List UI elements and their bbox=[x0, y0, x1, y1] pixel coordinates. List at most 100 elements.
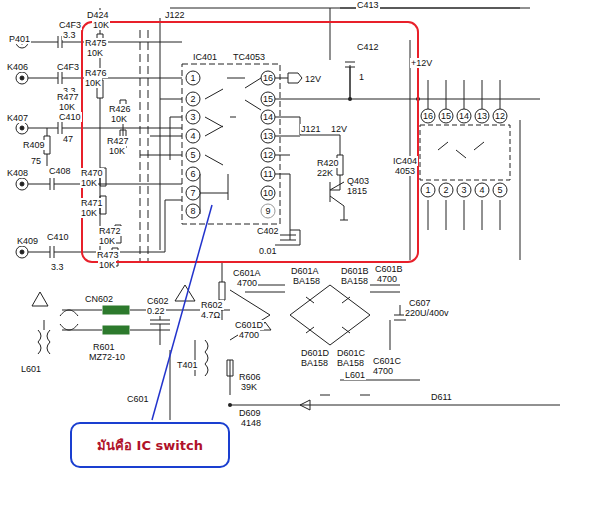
part-label: C4F3 bbox=[56, 62, 80, 72]
part-label: 10K bbox=[80, 178, 98, 188]
part-label: C4F3 bbox=[58, 20, 82, 30]
callout-text: มันคือ IC switch bbox=[97, 435, 203, 456]
pin-number: 11 bbox=[263, 169, 272, 179]
part-label: 220U/400v bbox=[404, 308, 450, 318]
part-label: D601B bbox=[340, 266, 370, 276]
part-label: IC404 bbox=[392, 156, 418, 166]
part-label: 10K bbox=[98, 260, 116, 270]
part-label: C601 bbox=[126, 394, 150, 404]
part-label: 10K bbox=[108, 146, 126, 156]
part-label: J121 bbox=[300, 124, 322, 134]
part-label: R473 bbox=[96, 250, 120, 260]
pin-number: 15 bbox=[263, 94, 273, 104]
pin-number: 5 bbox=[497, 185, 502, 195]
part-label: 4053 bbox=[394, 166, 416, 176]
pin-number: 2 bbox=[443, 185, 448, 195]
part-label: R409 bbox=[22, 140, 46, 150]
part-label: C413 bbox=[356, 0, 380, 10]
part-label: 4700 bbox=[376, 274, 398, 284]
pin-number: 1 bbox=[425, 185, 430, 195]
part-label: D601D bbox=[300, 348, 330, 358]
part-label: R471 bbox=[80, 198, 104, 208]
part-label: 3.3 bbox=[50, 262, 65, 272]
pin-number: 7 bbox=[190, 188, 195, 198]
part-label: 3.3 bbox=[62, 30, 77, 40]
part-label: C601A bbox=[232, 268, 262, 278]
part-label: C410 bbox=[46, 232, 70, 242]
part-label: IC401 bbox=[192, 52, 218, 62]
part-label: L601 bbox=[20, 364, 42, 374]
part-label: K409 bbox=[16, 236, 39, 246]
part-label: 22K bbox=[316, 168, 334, 178]
pin-number: 14 bbox=[459, 111, 469, 121]
pin-number: 16 bbox=[263, 73, 273, 83]
part-label: J122 bbox=[164, 10, 186, 20]
pin-number: 1 bbox=[190, 73, 195, 83]
part-label: C410 bbox=[58, 112, 82, 122]
pin-number: 5 bbox=[190, 150, 195, 160]
part-label: C402 bbox=[256, 226, 280, 236]
part-label: CN602 bbox=[84, 294, 114, 304]
part-label: C601C bbox=[372, 356, 402, 366]
part-label: C607 bbox=[408, 298, 432, 308]
part-label: C412 bbox=[356, 42, 380, 52]
part-label: 10K bbox=[80, 208, 98, 218]
pin-number: 8 bbox=[190, 206, 195, 216]
pin-number: 13 bbox=[263, 131, 273, 141]
part-label: 10K bbox=[98, 236, 116, 246]
pin-number: 3 bbox=[190, 112, 195, 122]
part-label: R470 bbox=[80, 168, 104, 178]
part-label: R475 bbox=[84, 38, 108, 48]
part-label: K408 bbox=[6, 168, 29, 178]
part-label: 10K bbox=[58, 102, 76, 112]
part-label: 0.01 bbox=[258, 246, 278, 256]
part-label: D601C bbox=[336, 348, 366, 358]
pin-number: 4 bbox=[190, 131, 195, 141]
part-label: K406 bbox=[6, 62, 29, 72]
part-label: 10K bbox=[92, 20, 110, 30]
part-label: R427 bbox=[106, 136, 130, 146]
part-label: 1 bbox=[358, 72, 365, 82]
part-label: R420 bbox=[316, 158, 340, 168]
part-label: R606 bbox=[238, 372, 262, 382]
pin-number: 12 bbox=[263, 150, 273, 160]
part-label: Q403 bbox=[346, 176, 370, 186]
part-label: C602 bbox=[146, 296, 170, 306]
part-label: T401 bbox=[176, 360, 199, 370]
part-label: R476 bbox=[84, 68, 108, 78]
part-label: 4700 bbox=[372, 366, 394, 376]
part-label: BA158 bbox=[292, 276, 321, 286]
part-label: BA158 bbox=[300, 358, 329, 368]
part-label: 12V bbox=[330, 124, 348, 134]
part-label: C601B bbox=[374, 264, 404, 274]
part-label: +12V bbox=[410, 58, 433, 68]
part-label: 10K bbox=[110, 114, 128, 124]
pin-number: 10 bbox=[263, 188, 273, 198]
part-label: D609 bbox=[238, 408, 262, 418]
part-label: 0.22 bbox=[146, 306, 166, 316]
part-label: R472 bbox=[98, 226, 122, 236]
part-label: 4148 bbox=[240, 418, 262, 428]
pin-number: 9 bbox=[265, 206, 270, 216]
pin-number: 4 bbox=[479, 185, 484, 195]
part-label: BA158 bbox=[340, 276, 369, 286]
pin-number: 6 bbox=[190, 169, 195, 179]
part-label: 10K bbox=[84, 78, 102, 88]
pin-number: 3 bbox=[461, 185, 466, 195]
part-label: D611 bbox=[430, 392, 453, 402]
part-label: C601D bbox=[234, 320, 264, 330]
pin-number: 2 bbox=[190, 94, 195, 104]
part-label: D601A bbox=[290, 266, 320, 276]
part-label: R602 bbox=[200, 300, 224, 310]
part-label: MZ72-10 bbox=[88, 352, 126, 362]
part-label: 4.7Ω bbox=[200, 310, 221, 320]
part-label: 12V bbox=[304, 74, 322, 84]
callout-box: มันคือ IC switch bbox=[70, 422, 230, 468]
part-label: BA158 bbox=[336, 358, 365, 368]
part-label: K407 bbox=[6, 113, 29, 123]
part-label: 10K bbox=[86, 48, 104, 58]
part-label: 4700 bbox=[236, 278, 258, 288]
part-label: R477 bbox=[56, 92, 80, 102]
part-label: D424 bbox=[86, 10, 110, 20]
pin-number: 16 bbox=[423, 111, 433, 121]
